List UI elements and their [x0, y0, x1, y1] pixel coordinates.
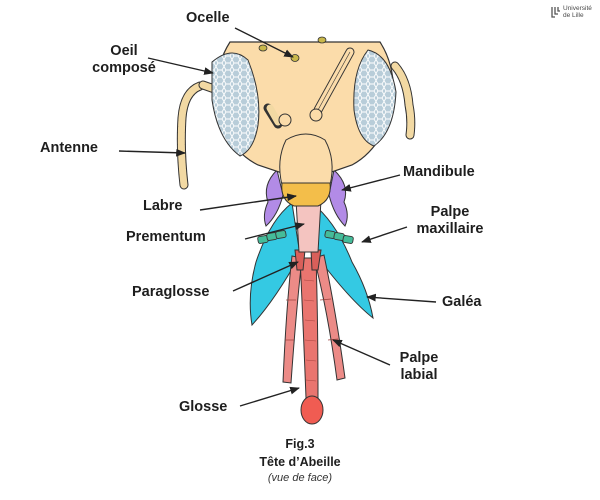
mandible-left — [263, 169, 284, 227]
label-oeil-compose: Oeil composé — [92, 43, 156, 76]
label-mandibule: Mandibule — [403, 164, 475, 180]
maxillary-palp-left — [257, 230, 287, 244]
figure-number: Fig.3 — [285, 437, 315, 451]
label-galea: Galéa — [442, 294, 482, 310]
labial-palp-left — [282, 255, 303, 384]
glossa — [299, 257, 319, 399]
ocellus-median — [290, 54, 300, 62]
ocellus-left — [258, 44, 268, 52]
ocellus-right — [317, 36, 327, 44]
university-logo: Université de Lille — [551, 5, 597, 21]
labrum — [281, 182, 331, 207]
galea-left — [249, 202, 301, 327]
label-palpe-maxillaire: Palpe maxillaire — [416, 204, 484, 237]
compound-eye-right — [353, 49, 397, 147]
leader-lines — [118, 27, 437, 407]
compound-eye-left — [211, 52, 260, 157]
label-palpe-labial: Palpe labial — [399, 350, 439, 383]
paraglossa-left — [294, 249, 306, 271]
label-labre: Labre — [143, 198, 183, 214]
label-prementum: Prementum — [126, 229, 206, 245]
clypeus — [279, 133, 333, 186]
maxillary-palp-right — [324, 230, 354, 244]
university-logo-text: Université de Lille — [563, 5, 592, 19]
label-glosse: Glosse — [179, 399, 228, 415]
figure-title: Tête d’Abeille — [259, 455, 341, 469]
label-paraglosse: Paraglosse — [132, 284, 210, 300]
prementum — [295, 199, 322, 253]
labial-palp-right — [313, 254, 346, 381]
university-logo-icon — [551, 7, 560, 18]
label-ocelle: Ocelle — [186, 10, 230, 26]
glossa-tip — [300, 395, 324, 425]
label-antenne: Antenne — [40, 140, 98, 156]
figure-note: (vue de face) — [267, 472, 333, 484]
